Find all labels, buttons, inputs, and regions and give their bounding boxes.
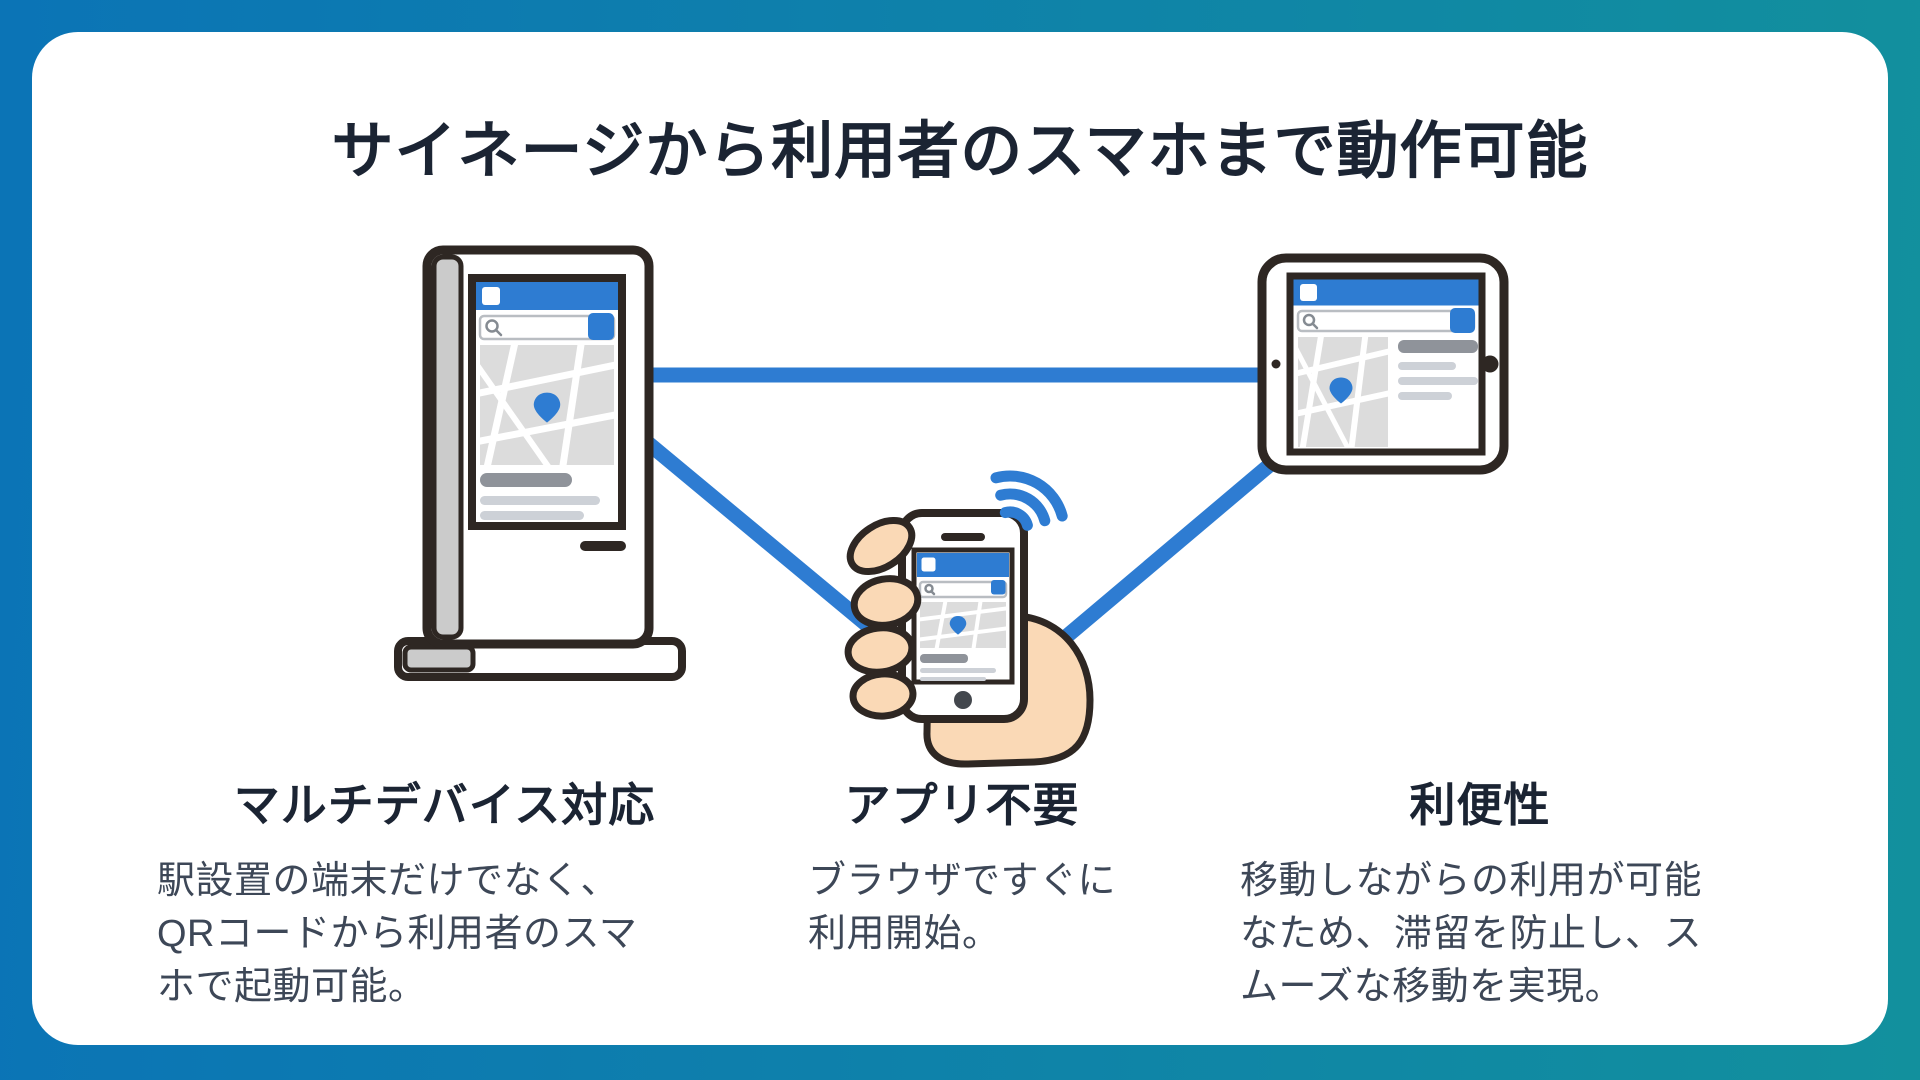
- phone-speaker: [941, 533, 985, 541]
- map-pin-icon: [1329, 377, 1353, 404]
- search-icon: [1302, 313, 1319, 330]
- device-network-illustration: [394, 245, 1509, 768]
- thumb: [846, 516, 916, 576]
- feature-column-multidevice: マルチデバイス対応 駅設置の端末だけでなく、 QRコードから利用者のスマ ホで起…: [157, 777, 732, 1014]
- smartphone-icon: [898, 509, 1028, 723]
- tablet-home-button: [1481, 355, 1499, 373]
- map-roads: [920, 602, 1006, 648]
- map-pin-icon: [533, 392, 561, 423]
- map-pin-icon: [949, 616, 967, 635]
- wifi-icon: [990, 470, 1068, 531]
- signage-kiosk-icon: [394, 245, 686, 681]
- feature-body: ブラウザですぐに 利用開始。: [807, 860, 1116, 955]
- feature-column-no-app: アプリ不要 ブラウザですぐに 利用開始。: [772, 777, 1152, 961]
- slide-title: サイネージから利用者のスマホまで動作可能: [331, 117, 1589, 186]
- feature-heading: 利便性: [1409, 779, 1551, 831]
- feature-heading: アプリ不要: [844, 779, 1080, 831]
- hand-fingers: [844, 516, 922, 720]
- content-card: サイネージから利用者のスマホまで動作可能: [32, 32, 1888, 1045]
- feature-body: 駅設置の端末だけでなく、 QRコードから利用者のスマ ホで起動可能。: [157, 860, 638, 1008]
- kiosk-slot: [580, 541, 626, 551]
- tablet-camera: [1271, 359, 1281, 369]
- tablet-icon: [1257, 253, 1509, 475]
- search-icon: [485, 319, 503, 337]
- feature-heading: マルチデバイス対応: [233, 779, 656, 831]
- feature-column-convenience: 利便性 移動しながらの利用が可能 なため、滞留を防止し、ス ムーズな移動を実現。: [1240, 777, 1720, 1014]
- map-roads: [1298, 337, 1388, 447]
- map-roads: [480, 345, 614, 465]
- feature-body: 移動しながらの利用が可能 なため、滞留を防止し、ス ムーズな移動を実現。: [1240, 860, 1703, 1008]
- search-icon: [924, 583, 936, 596]
- phone-home-button: [954, 691, 972, 709]
